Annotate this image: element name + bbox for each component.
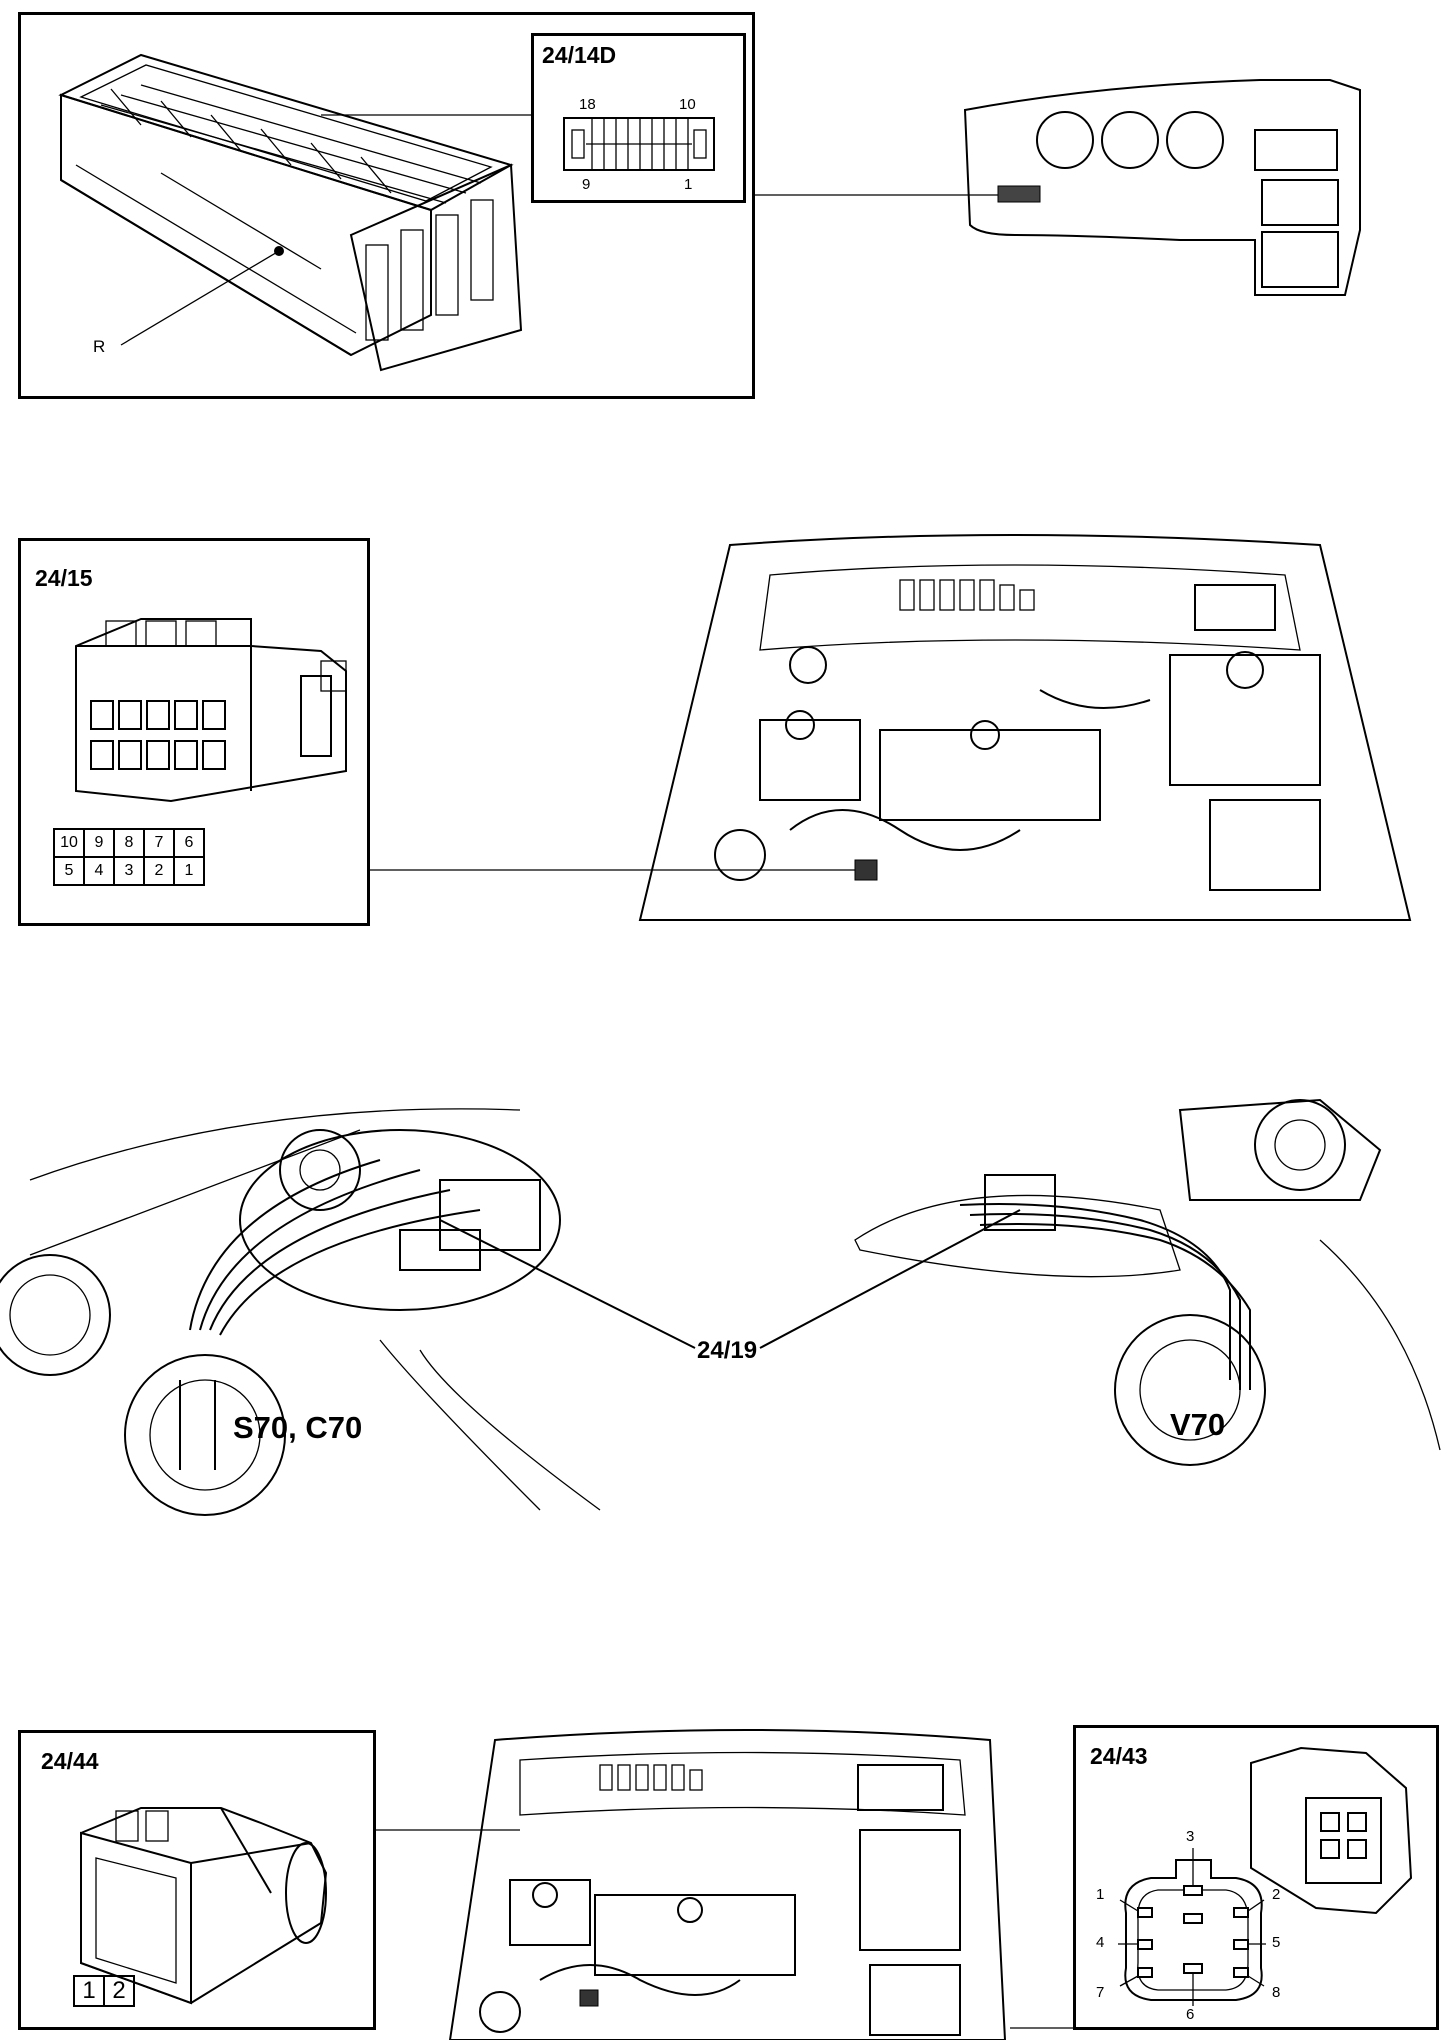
pin-2-label: 2 (1272, 1886, 1281, 1903)
pin-10-label: 10 (679, 96, 696, 113)
pin-18-label: 18 (579, 96, 596, 113)
connector-24-14d-box: 24/14D 18 10 9 1 (531, 33, 746, 203)
pin-4-label: 4 (1096, 1934, 1105, 1951)
callout-r: R (93, 337, 106, 356)
pin-9-label: 9 (582, 176, 591, 193)
connector-24-44-panel: 24/44 1 2 (18, 1730, 376, 2030)
connector-24-15-drawing (75, 618, 347, 803)
connector-24-15-pin-grid: 10 9 8 7 6 5 4 3 2 1 (53, 828, 205, 886)
callout-24-19: 24/19 (697, 1337, 758, 1364)
connector-24-43-panel: 24/43 3 1 2 4 5 7 8 6 (1073, 1725, 1439, 2030)
pin-7-label: 7 (1096, 1984, 1105, 2001)
fuse-box-panel: R 24/14D 18 10 9 1 (18, 12, 755, 399)
connector-24-15-label: 24/15 (35, 565, 93, 591)
pin-cell: 7 (143, 828, 175, 858)
pin-cell: 6 (173, 828, 205, 858)
pin-cell: 10 (53, 828, 85, 858)
connector-24-43-drawing (1118, 1746, 1413, 2006)
caption-v70: V70 (1170, 1407, 1226, 1442)
pin-cell: 4 (83, 856, 115, 886)
pin-1-label: 1 (684, 176, 693, 193)
pin-5-label: 5 (1272, 1934, 1281, 1951)
pin-cell: 8 (113, 828, 145, 858)
dashboard-location-drawing (755, 79, 1361, 296)
connector-24-44-label: 24/44 (41, 1748, 99, 1774)
connector-24-15-panel: 24/15 10 9 8 7 6 5 4 3 2 (18, 538, 370, 926)
fuse-box-drawing (58, 53, 534, 372)
pin-3-label: 3 (1186, 1828, 1195, 1845)
pin-cell: 3 (113, 856, 145, 886)
pin-cell: 1 (173, 856, 205, 886)
connector-24-44-drawing (80, 1807, 328, 2005)
pin-8-label: 8 (1272, 1984, 1281, 2001)
pin-1-label: 1 (1096, 1886, 1105, 1903)
connector-24-14d-label: 24/14D (542, 42, 617, 68)
pin-cell: 5 (53, 856, 85, 886)
fuel-pump-s70-drawing (0, 1108, 696, 1516)
engine-bay-drawing-lower (376, 1729, 1073, 2040)
fuel-pump-v70-drawing (759, 1098, 1441, 1466)
pin-cell: 9 (83, 828, 115, 858)
caption-s70-c70: S70, C70 (233, 1410, 363, 1445)
pin-6-label: 6 (1186, 2006, 1195, 2023)
connector-24-43-label: 24/43 (1090, 1743, 1148, 1769)
connector-24-14d-drawing (563, 117, 715, 171)
pin-box-2: 2 (103, 1975, 135, 2007)
engine-bay-drawing (370, 534, 1412, 921)
pin-cell: 2 (143, 856, 175, 886)
